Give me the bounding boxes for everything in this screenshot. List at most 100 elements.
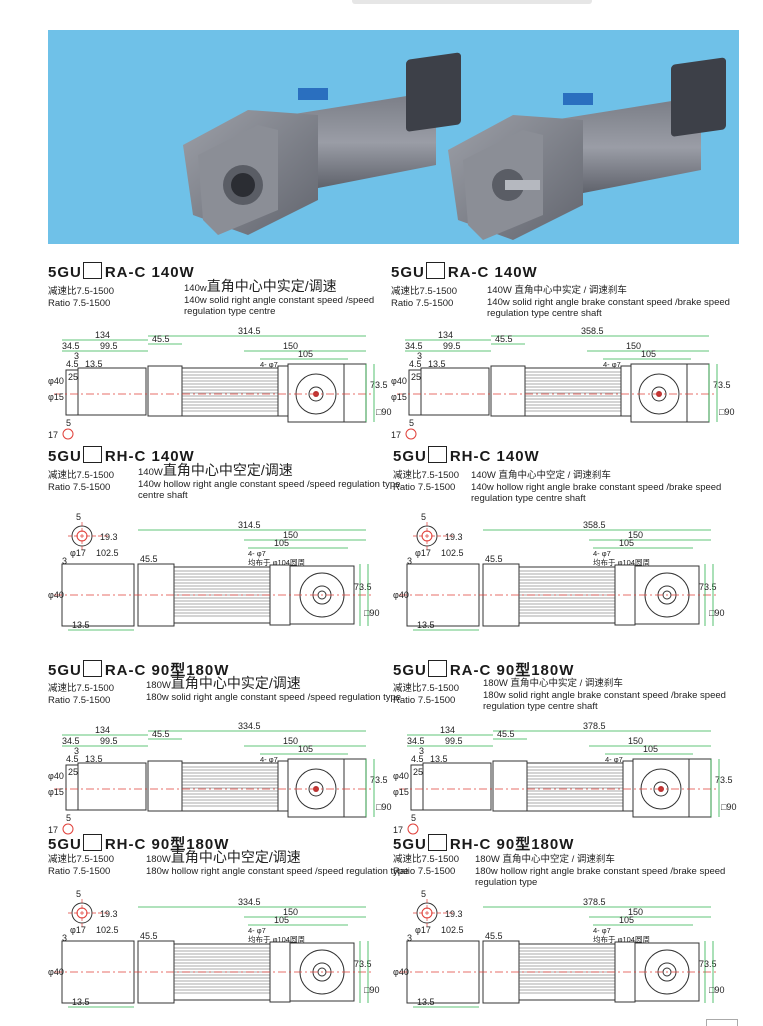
dim-73-5: 73.5 bbox=[370, 380, 388, 390]
dim-150: 150 bbox=[283, 736, 298, 746]
dim-150: 150 bbox=[283, 341, 298, 351]
product-photo bbox=[48, 30, 739, 244]
dim-25: 25 bbox=[68, 767, 78, 777]
ratio-en: Ratio 7.5-1500 bbox=[391, 298, 454, 309]
dim-45-5: 45.5 bbox=[485, 931, 503, 941]
dim-105: 105 bbox=[619, 538, 634, 548]
model-blank-box bbox=[427, 834, 447, 851]
dim-phi40: φ40 bbox=[48, 590, 64, 600]
dim-3: 3 bbox=[74, 351, 79, 361]
dim-total-length: 334.5 bbox=[238, 897, 261, 907]
dim-150: 150 bbox=[626, 341, 641, 351]
ratio-en: Ratio 7.5-1500 bbox=[48, 695, 111, 706]
dim-square-90: □90 bbox=[709, 608, 724, 618]
dim-3: 3 bbox=[407, 933, 412, 943]
dim-total-length: 314.5 bbox=[238, 520, 261, 530]
dim-150: 150 bbox=[628, 530, 643, 540]
dim-150: 150 bbox=[628, 907, 643, 917]
ratio-cn: 减速比7.5-1500 bbox=[48, 470, 115, 481]
dim-45-5: 45.5 bbox=[485, 554, 503, 564]
model-blank-box bbox=[82, 660, 102, 677]
dim-99-5: 99.5 bbox=[443, 341, 461, 351]
dim-105: 105 bbox=[641, 349, 656, 359]
dim-34-5: 34.5 bbox=[62, 341, 80, 351]
dim-3: 3 bbox=[74, 746, 79, 756]
dim-4-5: 4.5 bbox=[411, 754, 424, 764]
dim-square-90: □90 bbox=[376, 407, 391, 417]
key-circle bbox=[62, 823, 74, 835]
dim-25: 25 bbox=[68, 372, 78, 382]
dim-45-5: 45.5 bbox=[152, 729, 170, 739]
ratio-en: Ratio 7.5-1500 bbox=[393, 482, 456, 493]
gearbox-body bbox=[420, 367, 490, 416]
dim-45-5: 45.5 bbox=[140, 554, 158, 564]
dim-34-5: 34.5 bbox=[405, 341, 423, 351]
dim-105: 105 bbox=[298, 744, 313, 754]
dim-square-90: □90 bbox=[709, 985, 724, 995]
dim-5: 5 bbox=[421, 512, 426, 522]
gearbox-body bbox=[422, 762, 492, 811]
motor-end-cap bbox=[688, 758, 712, 818]
model-blank-box bbox=[82, 262, 102, 279]
dim-150: 150 bbox=[628, 736, 643, 746]
dim-150: 150 bbox=[283, 907, 298, 917]
dim-13-5: 13.5 bbox=[417, 997, 435, 1007]
dim-phi40: φ40 bbox=[393, 771, 409, 781]
motor-plate bbox=[277, 365, 289, 417]
dim-phi17: φ17 bbox=[415, 548, 431, 558]
key-circle bbox=[407, 823, 419, 835]
dim-total-length: 378.5 bbox=[583, 721, 606, 731]
dim-phi40: φ40 bbox=[393, 967, 409, 977]
dim-total-length: 358.5 bbox=[581, 326, 604, 336]
motor-end-cap bbox=[686, 363, 710, 423]
dim-square-90: □90 bbox=[364, 985, 379, 995]
dim-4-5: 4.5 bbox=[66, 359, 79, 369]
dim-square-90: □90 bbox=[364, 608, 379, 618]
dim-3: 3 bbox=[419, 746, 424, 756]
dim-square-90: □90 bbox=[721, 802, 736, 812]
ratio-en: Ratio 7.5-1500 bbox=[48, 866, 111, 877]
dim-19-3: 19.3 bbox=[100, 909, 118, 919]
dim-102-5: 102.5 bbox=[441, 925, 464, 935]
ratio-en: Ratio 7.5-1500 bbox=[393, 866, 456, 877]
model-blank-box bbox=[427, 446, 447, 463]
dim-99-5: 99.5 bbox=[445, 736, 463, 746]
dim-5: 5 bbox=[76, 512, 81, 522]
dim-holes: 4- φ7 bbox=[605, 755, 623, 764]
dim-holes: 4- φ7 bbox=[248, 926, 266, 935]
dim-phi40: φ40 bbox=[393, 590, 409, 600]
dim-total-length: 358.5 bbox=[583, 520, 606, 530]
dim-25: 25 bbox=[413, 767, 423, 777]
flange-block bbox=[490, 365, 526, 417]
dim-phi17: φ17 bbox=[70, 548, 86, 558]
motor-plate bbox=[620, 365, 632, 417]
dim-45-5: 45.5 bbox=[152, 334, 170, 344]
motor-plate bbox=[622, 760, 634, 812]
dim-holes: 4- φ7 bbox=[593, 926, 611, 935]
dim-4-5: 4.5 bbox=[66, 754, 79, 764]
dim-3: 3 bbox=[407, 556, 412, 566]
dim-25: 25 bbox=[411, 372, 421, 382]
dim-phi40: φ40 bbox=[48, 771, 64, 781]
dim-3: 3 bbox=[417, 351, 422, 361]
dim-phi17: φ17 bbox=[415, 925, 431, 935]
dim-105: 105 bbox=[643, 744, 658, 754]
dim-105: 105 bbox=[619, 915, 634, 925]
